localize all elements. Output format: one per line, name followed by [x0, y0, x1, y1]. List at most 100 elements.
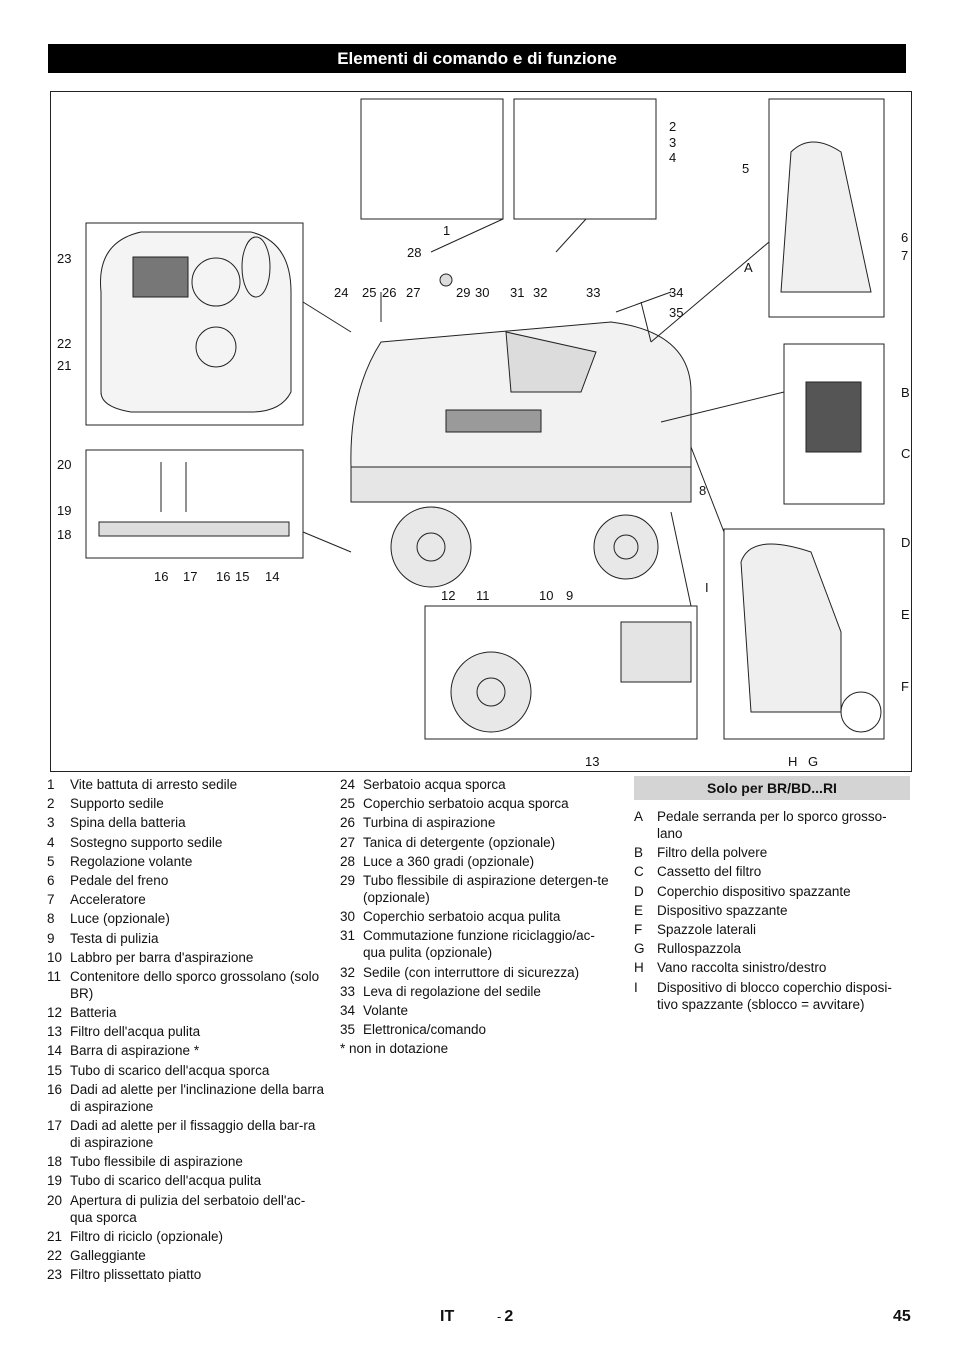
- callout-6: 6: [901, 230, 908, 245]
- callout-D: D: [901, 535, 910, 550]
- callout-13: 13: [585, 754, 599, 769]
- callout-B: B: [901, 385, 910, 400]
- inset-pedals: [768, 98, 885, 318]
- callout-A: A: [744, 260, 753, 275]
- footer-section-page: -2: [497, 1308, 514, 1325]
- inset-dust-filter: [783, 343, 885, 505]
- footer-page-number: 45: [893, 1308, 911, 1325]
- callout-35: 35: [669, 305, 683, 320]
- callout-31: 31: [510, 285, 524, 300]
- legend-right-title: Solo per BR/BD...RI: [634, 776, 910, 800]
- section-title: Elementi di comando e di funzione: [48, 44, 906, 73]
- callout-12: 12: [441, 588, 455, 603]
- callout-1: 1: [443, 223, 450, 238]
- footer-language: IT: [440, 1308, 455, 1325]
- inset-sweeper: [723, 528, 885, 740]
- callout-F: F: [901, 679, 909, 694]
- callout-8: 8: [699, 483, 706, 498]
- callout-E: E: [901, 607, 910, 622]
- callout-20: 20: [57, 457, 71, 472]
- inset-seat-stop: [360, 98, 504, 220]
- inset-dirty-tank: [85, 222, 304, 426]
- callout-9: 9: [566, 588, 573, 603]
- footnote: * non in dotazione: [340, 1041, 449, 1057]
- callout-7: 7: [901, 248, 908, 263]
- inset-battery: [424, 605, 698, 740]
- inset-squeegee: [85, 449, 304, 559]
- callout-22: 22: [57, 336, 71, 351]
- callout-30: 30: [475, 285, 489, 300]
- callout-4: 4: [669, 150, 676, 165]
- callout-18: 18: [57, 527, 71, 542]
- callout-19: 19: [57, 503, 71, 518]
- callout-29: 29: [456, 285, 470, 300]
- machine-illustration: 1 2 3 4 5 6 7 8 9 10 11 12 13 14 15 16 1…: [57, 98, 910, 769]
- callout-24: 24: [334, 285, 348, 300]
- callout-34: 34: [669, 285, 683, 300]
- callout-G: G: [808, 754, 818, 769]
- callout-C: C: [901, 446, 910, 461]
- callout-10: 10: [539, 588, 553, 603]
- callout-27: 27: [406, 285, 420, 300]
- callout-16a: 16: [154, 569, 168, 584]
- callout-28: 28: [407, 245, 421, 260]
- machine-diagram: 1 2 3 4 5 6 7 8 9 10 11 12 13 14 15 16 1…: [50, 91, 912, 772]
- callout-15: 15: [235, 569, 249, 584]
- inset-seat-support: [513, 98, 657, 220]
- callout-33: 33: [586, 285, 600, 300]
- callout-3: 3: [669, 135, 676, 150]
- callout-32: 32: [533, 285, 547, 300]
- callout-5: 5: [742, 161, 749, 176]
- callout-17: 17: [183, 569, 197, 584]
- callout-2: 2: [669, 119, 676, 134]
- callout-25: 25: [362, 285, 376, 300]
- callout-21: 21: [57, 358, 71, 373]
- callout-26: 26: [382, 285, 396, 300]
- callout-23: 23: [57, 251, 71, 266]
